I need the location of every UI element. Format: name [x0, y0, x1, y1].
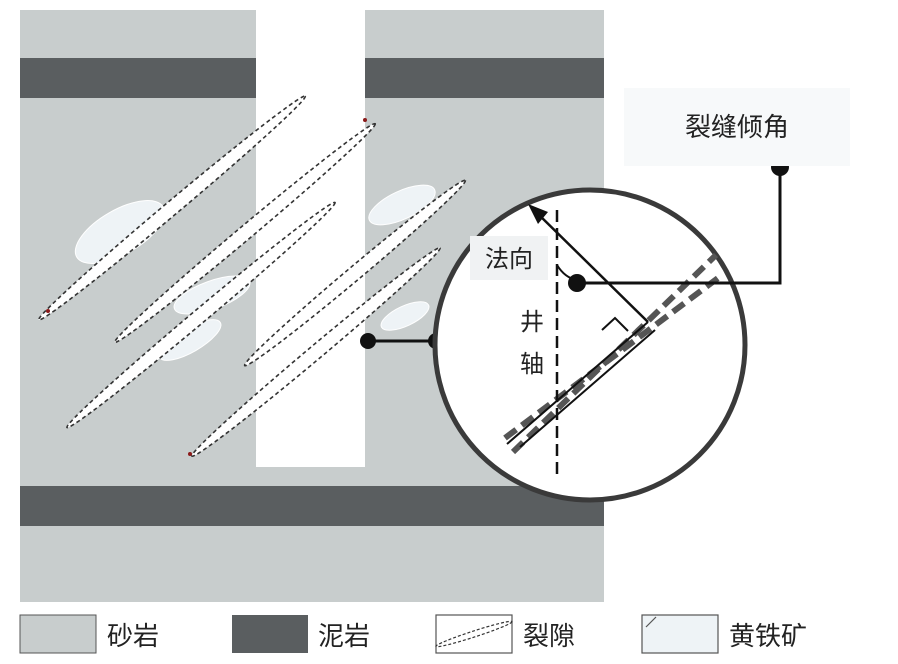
fracture-boundary-dashed	[510, 252, 719, 455]
legend-fracture-glyph	[435, 620, 513, 648]
pyrite-patch	[380, 301, 430, 331]
borehole-axis-label-2: 轴	[520, 350, 544, 378]
legend-item-fracture: 裂隙	[435, 614, 575, 654]
normal-arrowhead	[528, 204, 548, 224]
normal-label: 法向	[485, 245, 533, 273]
fracture	[113, 122, 377, 344]
pyrite-patch	[368, 184, 436, 226]
mudstone-band-top-right	[365, 58, 604, 98]
legend-swatch-pyrite	[641, 614, 719, 654]
fracture	[37, 95, 307, 321]
connector-dot-left	[360, 333, 376, 349]
right-angle-mark	[601, 316, 629, 332]
legend-label-fracture: 裂隙	[523, 622, 575, 652]
legend-swatch-sandstone	[19, 614, 97, 654]
dip-angle-label: 裂缝倾角	[685, 113, 789, 143]
legend-swatch-mudstone	[232, 615, 308, 653]
legend-item-pyrite: 黄铁矿	[641, 614, 807, 654]
dip-angle-label-box	[624, 88, 850, 166]
fracture-tip	[46, 309, 50, 313]
legend-pyrite-glyph	[645, 616, 657, 628]
fracture	[66, 201, 336, 429]
fractures	[37, 95, 467, 458]
fracture-tips	[46, 118, 367, 456]
mudstone-band-bottom	[20, 486, 604, 526]
mudstone-band-top-left	[20, 58, 256, 98]
fracture	[191, 246, 441, 458]
legend-label-sandstone: 砂岩	[107, 622, 159, 652]
dip-angle-pointer	[577, 167, 782, 285]
legend-item-mudstone: 泥岩	[232, 615, 370, 653]
borehole	[256, 10, 365, 467]
fracture-tip	[188, 452, 192, 456]
legend-item-sandstone: 砂岩	[19, 614, 159, 654]
fracture-tip	[363, 118, 367, 122]
legend-label-mudstone: 泥岩	[318, 622, 370, 652]
legend-swatch-fracture	[435, 614, 513, 654]
legend: 砂岩 泥岩 裂隙 黄铁矿	[19, 614, 807, 654]
pyrite-patches	[74, 184, 436, 361]
fracture	[243, 179, 467, 367]
fracture-plane-line	[506, 321, 649, 445]
magnified-fracture	[503, 204, 720, 478]
fracture-plane-line	[519, 329, 656, 448]
normal-line	[533, 209, 649, 323]
normal-label-box	[470, 236, 548, 280]
borehole-axis-label-1: 井	[520, 308, 544, 336]
legend-label-pyrite: 黄铁矿	[729, 622, 807, 652]
